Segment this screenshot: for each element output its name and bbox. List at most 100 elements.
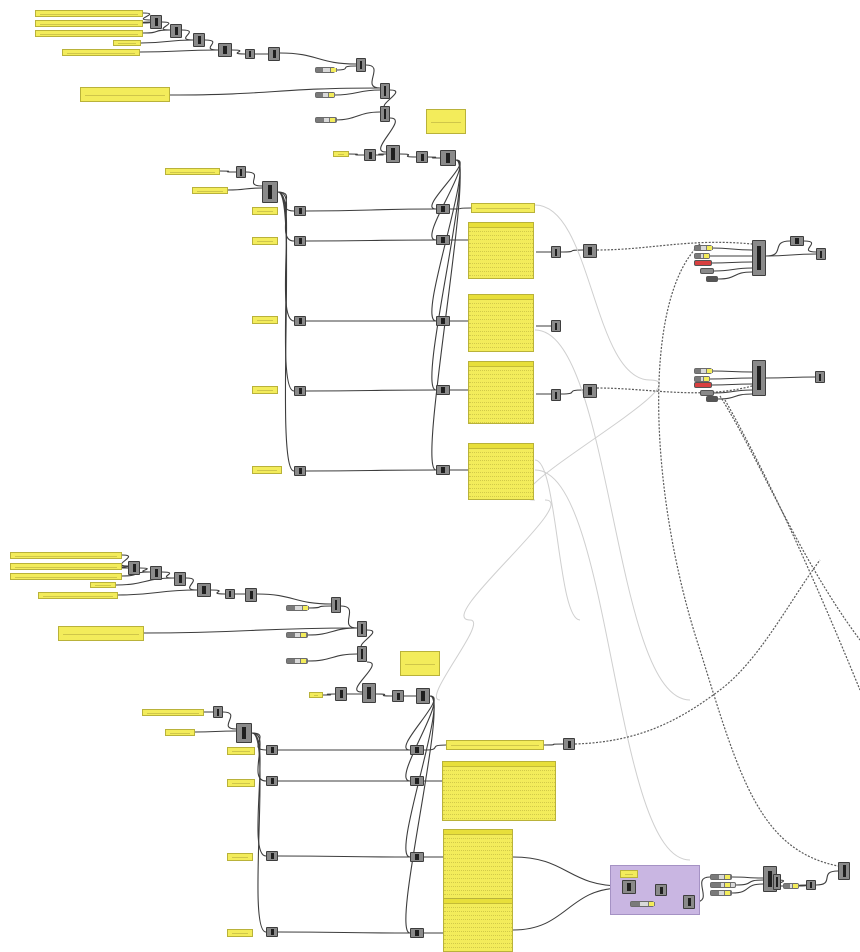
- node[interactable]: [218, 43, 232, 57]
- slider-knob-icon[interactable]: [300, 659, 308, 663]
- node[interactable]: [362, 683, 376, 703]
- input-panel-5[interactable]: [62, 49, 140, 56]
- slider[interactable]: [694, 245, 713, 251]
- input-panel-2[interactable]: [35, 20, 143, 27]
- input-panel-4b[interactable]: [90, 582, 116, 588]
- swatch[interactable]: [694, 382, 712, 388]
- slider[interactable]: [286, 632, 308, 638]
- slider[interactable]: [694, 376, 710, 382]
- input-panel-6b[interactable]: [58, 626, 144, 641]
- swatch[interactable]: [700, 390, 714, 396]
- node[interactable]: [410, 776, 424, 786]
- label-panel-c[interactable]: [252, 316, 278, 324]
- slider[interactable]: [710, 882, 736, 888]
- node[interactable]: [262, 181, 278, 203]
- slider-knob-icon[interactable]: [705, 369, 713, 373]
- label-panel-d[interactable]: [252, 386, 278, 394]
- note-panel[interactable]: [426, 109, 466, 134]
- swatch[interactable]: [694, 260, 712, 266]
- node[interactable]: [236, 723, 252, 743]
- slider-knob-icon[interactable]: [329, 118, 337, 122]
- label-panel-a[interactable]: [252, 207, 278, 215]
- slider[interactable]: [710, 890, 732, 896]
- node[interactable]: [752, 360, 766, 396]
- slider[interactable]: [286, 658, 308, 664]
- node[interactable]: [622, 880, 636, 894]
- slider[interactable]: [315, 92, 335, 98]
- node[interactable]: [436, 204, 450, 214]
- node[interactable]: [266, 851, 278, 861]
- slider-knob-icon[interactable]: [300, 633, 308, 637]
- output-panel-2[interactable]: [468, 294, 534, 352]
- node[interactable]: [197, 583, 211, 597]
- node[interactable]: [245, 49, 255, 59]
- note-panel-b[interactable]: [400, 651, 440, 676]
- input-panel-7b[interactable]: [142, 709, 204, 716]
- node[interactable]: [294, 206, 306, 216]
- node[interactable]: [436, 235, 450, 245]
- node[interactable]: [551, 246, 561, 258]
- group-panel[interactable]: [620, 870, 638, 878]
- node[interactable]: [357, 621, 367, 637]
- slider-knob-icon[interactable]: [724, 891, 732, 895]
- node[interactable]: [170, 24, 182, 38]
- node[interactable]: [236, 166, 246, 178]
- slider-knob-icon[interactable]: [647, 902, 655, 906]
- output-panel-6[interactable]: [443, 829, 513, 911]
- node[interactable]: [410, 745, 424, 755]
- input-panel-1b[interactable]: [10, 552, 122, 559]
- slider-knob-icon[interactable]: [330, 68, 337, 72]
- node[interactable]: [128, 561, 140, 575]
- swatch[interactable]: [706, 396, 718, 402]
- label-panel-b[interactable]: [252, 237, 278, 245]
- input-panel-6[interactable]: [80, 87, 170, 102]
- node[interactable]: [174, 572, 186, 586]
- slider-knob-icon[interactable]: [724, 875, 732, 879]
- label-panel-hb[interactable]: [227, 853, 253, 861]
- node[interactable]: [266, 927, 278, 937]
- output-panel-3[interactable]: [468, 361, 534, 424]
- node[interactable]: [416, 151, 428, 163]
- node[interactable]: [356, 58, 366, 72]
- slider[interactable]: [694, 368, 713, 374]
- slider[interactable]: [630, 901, 655, 907]
- node[interactable]: [225, 589, 235, 599]
- node[interactable]: [563, 738, 575, 750]
- node[interactable]: [331, 597, 341, 613]
- node[interactable]: [440, 150, 456, 166]
- label-panel-fb[interactable]: [227, 747, 255, 755]
- slider-knob-icon[interactable]: [724, 883, 731, 887]
- node[interactable]: [583, 244, 597, 258]
- output-panel-1[interactable]: [468, 222, 534, 279]
- node[interactable]: [294, 466, 306, 476]
- slider-knob-icon[interactable]: [302, 606, 310, 610]
- slider-knob-icon[interactable]: [705, 246, 713, 250]
- node[interactable]: [790, 236, 804, 246]
- node[interactable]: [266, 776, 278, 786]
- label-panel-ib[interactable]: [227, 929, 253, 937]
- slider-knob-icon[interactable]: [703, 254, 710, 258]
- slider[interactable]: [710, 874, 732, 880]
- node[interactable]: [266, 745, 278, 755]
- input-panel-2b[interactable]: [10, 563, 122, 570]
- node[interactable]: [213, 706, 223, 718]
- input-panel-3b[interactable]: [10, 573, 122, 580]
- input-panel-7[interactable]: [165, 168, 220, 175]
- node[interactable]: [335, 687, 347, 701]
- small-panel[interactable]: [333, 151, 349, 157]
- input-panel-4[interactable]: [113, 40, 141, 46]
- node[interactable]: [268, 47, 280, 61]
- node[interactable]: [816, 248, 826, 260]
- input-panel-3[interactable]: [35, 30, 143, 37]
- node[interactable]: [773, 874, 781, 890]
- node[interactable]: [294, 316, 306, 326]
- node[interactable]: [294, 236, 306, 246]
- input-panel-5b[interactable]: [38, 592, 118, 599]
- node[interactable]: [838, 862, 850, 880]
- slider[interactable]: [315, 67, 337, 73]
- input-panel-8[interactable]: [192, 187, 228, 194]
- header-panel-b[interactable]: [446, 740, 544, 750]
- node[interactable]: [436, 316, 450, 326]
- header-panel[interactable]: [471, 203, 535, 213]
